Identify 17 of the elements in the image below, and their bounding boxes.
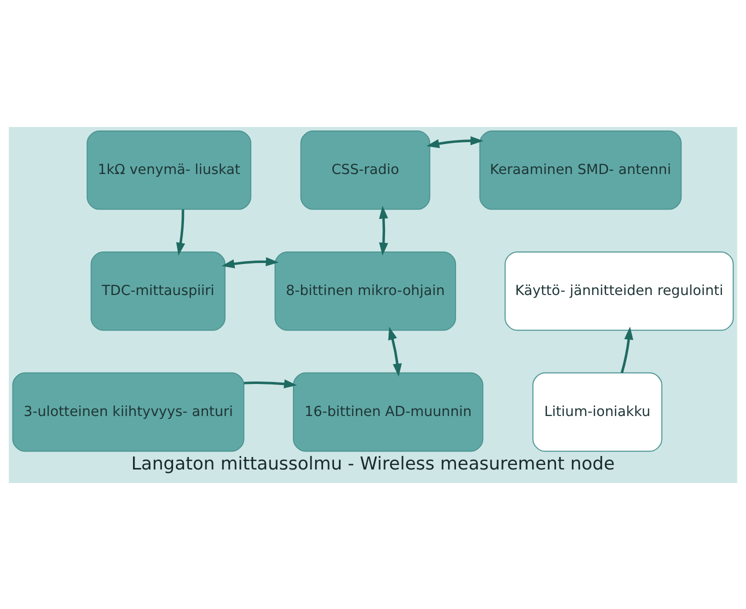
- node-box: Keraaminen SMD- antenni: [479, 130, 682, 210]
- node-box: Käyttö- jännitteiden regulointi: [504, 250, 734, 330]
- node-box: 3-ulotteinen kiihtyvyys- anturi: [12, 372, 244, 452]
- node-box: 8-bittinen mikro-ohjain: [274, 250, 456, 330]
- node-box: Litium-ioniakku: [532, 372, 662, 452]
- node-box: CSS-radio: [300, 130, 430, 210]
- arrow: [388, 326, 402, 376]
- arrow: [176, 208, 186, 256]
- node-box: 16-bittinen AD-muunnin: [292, 372, 484, 452]
- node-box: TDC-mittauspiiri: [90, 250, 226, 330]
- caption: Langaton mittaussolmu - Wireless measurement node: [131, 453, 615, 474]
- arrow: [244, 378, 297, 388]
- node-box: 1kΩ venymä- liuskat: [86, 130, 252, 210]
- arrow: [620, 326, 634, 373]
- arrow: [379, 205, 388, 256]
- arrow: [426, 136, 484, 148]
- arrow: [222, 256, 279, 268]
